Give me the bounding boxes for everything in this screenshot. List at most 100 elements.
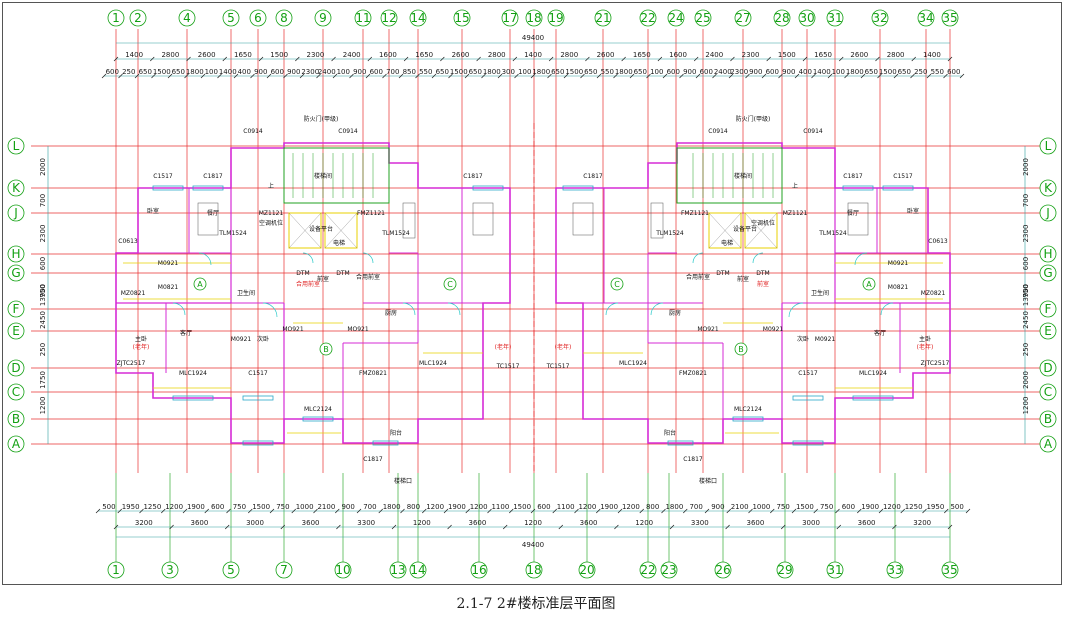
bottom-dim-row1-tick (639, 508, 644, 514)
window (792, 440, 824, 446)
top-total-text: 49400 (522, 34, 544, 42)
bottom-dim-row1-text: 900 (341, 503, 354, 511)
top-dim-row2-tick (959, 73, 965, 79)
elevator-car (744, 212, 778, 249)
bottom-dim-row2-text: 3300 (357, 519, 375, 527)
bottom-dim-row2-text: 3200 (913, 519, 931, 527)
component-code: TLM1524 (655, 230, 684, 237)
red-annotation: 合用前室 (296, 280, 320, 288)
top-dim-row1-tick (693, 56, 699, 62)
top-dim-row2-text: 2300 (730, 68, 748, 76)
axis-bubble-label: C (12, 385, 20, 399)
axis-bubble-label: 25 (695, 11, 710, 25)
top-dim-row2-text: 700 (386, 68, 399, 76)
top-dim-row2-text: 1800 (483, 68, 501, 76)
room-name: 电梯 (333, 239, 345, 247)
top-dim-row2-text: 600 (766, 68, 779, 76)
bottom-dim-row2-tick (502, 524, 508, 530)
axis-bubble-label: E (1044, 324, 1052, 338)
room-name: 楼梯间 (314, 172, 332, 180)
bottom-dim-row1-text: 1500 (513, 503, 531, 511)
dining-table (472, 202, 494, 236)
bottom-dim-row2-text: 1200 (524, 519, 542, 527)
top-dim-row1-tick (186, 56, 191, 62)
component-code: C0613 (928, 238, 948, 245)
axis-bubble-top: 35 (941, 9, 959, 27)
bottom-dim-row1-text: 1200 (578, 503, 596, 511)
axis-bubble-label: C (1044, 385, 1052, 399)
plan-note: 空调机位 (751, 219, 775, 227)
axis-bubble-top: 6 (249, 9, 267, 27)
component-code: MO921 (697, 326, 719, 333)
top-dim-row2-tick (712, 73, 717, 79)
top-dim-row2-text: 600 (700, 68, 713, 76)
axis-bubble-top: 19 (547, 9, 565, 27)
axis-bubble-row: A (1039, 435, 1057, 453)
window (732, 416, 764, 422)
component-code: C1817 (203, 173, 223, 180)
top-dim-row2-text: 650 (436, 68, 449, 76)
window (302, 416, 334, 422)
bottom-dim-row2-text: 3300 (691, 519, 709, 527)
axis-bubble-row: A (7, 435, 25, 453)
bottom-dim-row1-text: 1800 (383, 503, 401, 511)
top-dim-row2-tick (283, 73, 288, 79)
elevator-cross (744, 212, 778, 249)
axis-bubble-label: 22 (640, 11, 655, 25)
plan-note: 楼梯口 (699, 477, 717, 485)
axis-bubble-label: 14 (410, 563, 425, 577)
room-name: 合用前室 (686, 273, 710, 281)
room-name: 前室 (737, 275, 749, 283)
bottom-dim-row2-text: 3600 (468, 519, 486, 527)
top-dim-row1-text: 2400 (705, 51, 723, 59)
axis-bubble-row: B (7, 410, 25, 428)
top-dim-row1-tick (548, 56, 554, 62)
top-dim-row2-text: 650 (634, 68, 647, 76)
axis-bubble-row: G (1039, 264, 1057, 282)
axis-bubble-label: 30 (799, 11, 814, 25)
component-code: C1817 (463, 173, 483, 180)
top-dim-row2-tick (316, 73, 321, 79)
axis-bubble-label: D (11, 361, 20, 375)
top-dim-row1-text: 1400 (125, 51, 143, 59)
room-name: 厨房 (669, 309, 681, 317)
bottom-dim-row1-text: 1900 (861, 503, 879, 511)
bottom-dim-row1-tick (683, 508, 688, 514)
bottom-dim-row1-tick (400, 508, 405, 514)
axis-bubble-top: 1 (107, 9, 125, 27)
top-dim-row2-tick (613, 73, 618, 79)
component-code: M0921 (158, 260, 179, 267)
kitchen-counter (650, 202, 664, 239)
plan-note: 防火门(甲级) (304, 115, 339, 123)
top-dim-row1-text: 1500 (270, 51, 288, 59)
top-dim-row2-text: 1400 (219, 68, 237, 76)
top-dim-row2-text: 900 (287, 68, 300, 76)
bottom-dim-row2-tick (280, 524, 286, 530)
building-plan (115, 123, 951, 473)
room-name: 餐厅 (207, 209, 219, 217)
axis-bubble-top: 17 (501, 9, 519, 27)
bottom-dim-row1-tick (95, 508, 101, 514)
door-swing (402, 302, 416, 316)
axis-bubble-circle (249, 9, 267, 27)
top-dim-row2-text: 250 (122, 68, 135, 76)
axis-bubble-label: 22 (640, 563, 655, 577)
bottom-dim-row1-tick (878, 508, 884, 514)
bottom-dim-row2-tick (892, 524, 897, 530)
axis-bubble-top: 15 (453, 9, 471, 27)
axis-bubble-label: 7 (280, 563, 288, 577)
axis-bubble-label: 34 (918, 11, 933, 25)
axis-bubble-row: E (7, 322, 25, 340)
top-dim-row2-text: 1800 (615, 68, 633, 76)
elevator-car (288, 212, 322, 249)
bottom-dim-row1-text: 1950 (926, 503, 944, 511)
bottom-dim-row1-text: 500 (102, 503, 115, 511)
axis-bubble-bottom: 31 (826, 473, 844, 579)
component-code: M0921 (763, 326, 784, 333)
bottom-dim-row2-text: 3000 (802, 519, 820, 527)
unit-marker-circle (193, 277, 207, 291)
top-dim-row2-tick (431, 73, 437, 79)
top-dim-row2-text: 100 (205, 68, 218, 76)
